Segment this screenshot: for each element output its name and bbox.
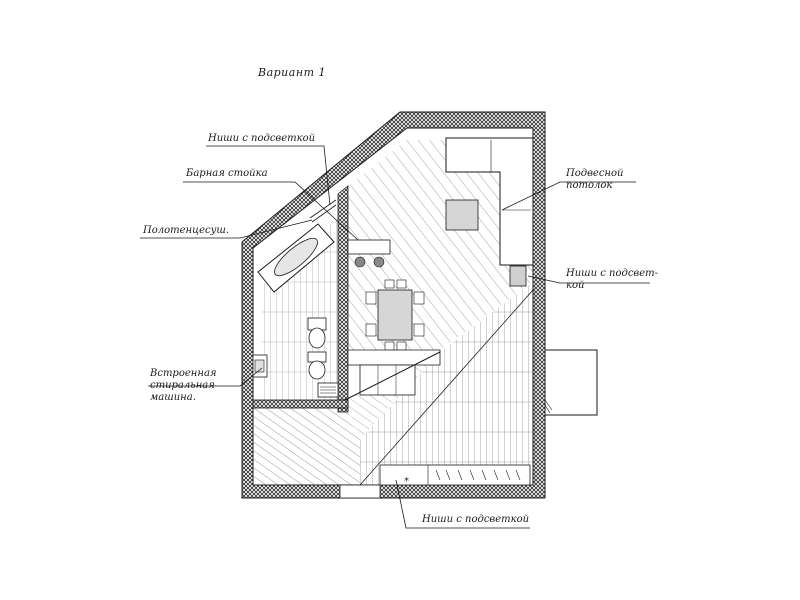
leader-lines <box>140 145 650 529</box>
svg-text:*: * <box>404 476 409 487</box>
bidet <box>307 351 327 380</box>
bar-counter <box>347 239 391 268</box>
label-ceiling-1: Подвесной <box>566 168 624 179</box>
entrance <box>339 484 381 499</box>
leader-niche-right <box>527 275 650 284</box>
side-table <box>509 265 527 287</box>
leader-niche-bottom <box>395 479 530 529</box>
label-ceiling-2: потолок <box>566 180 613 191</box>
leader-washer <box>148 367 263 387</box>
label-niche-bottom: Ниши с подсветкой <box>422 514 530 525</box>
balcony <box>544 349 598 416</box>
bathroom-partition <box>252 185 349 413</box>
plan-title: Вариант 1 <box>258 66 326 79</box>
label-washer-3: машина. <box>150 392 196 403</box>
leader-towel <box>140 219 313 239</box>
bathroom-sink <box>252 354 268 378</box>
leader-niche-top <box>206 145 331 206</box>
label-niche-top: Ниши с подсветкой <box>208 133 316 144</box>
bottom-niches: * <box>379 464 531 487</box>
leader-ceiling <box>501 181 636 211</box>
label-washer-2: стиральная <box>150 380 215 391</box>
dining-table <box>365 279 425 351</box>
coffee-table <box>445 199 479 231</box>
toilet <box>307 317 327 349</box>
label-niche-right-2: кой <box>566 280 585 291</box>
kitchen-counter <box>347 349 441 396</box>
bathtub <box>257 223 335 293</box>
label-washer-1: Встроенная <box>150 368 217 379</box>
label-towel-dryer: Полотенцесуш. <box>143 225 230 236</box>
label-bar-counter: Барная стойка <box>186 168 268 179</box>
label-niche-right-1: Ниши с подсвет- <box>566 268 659 279</box>
kitchen-diagonal <box>344 351 441 401</box>
bathroom-radiator <box>317 382 339 398</box>
sofa <box>445 137 534 266</box>
floor-divider <box>359 289 534 486</box>
leader-bar <box>183 181 359 241</box>
towel-dryer <box>309 199 337 223</box>
